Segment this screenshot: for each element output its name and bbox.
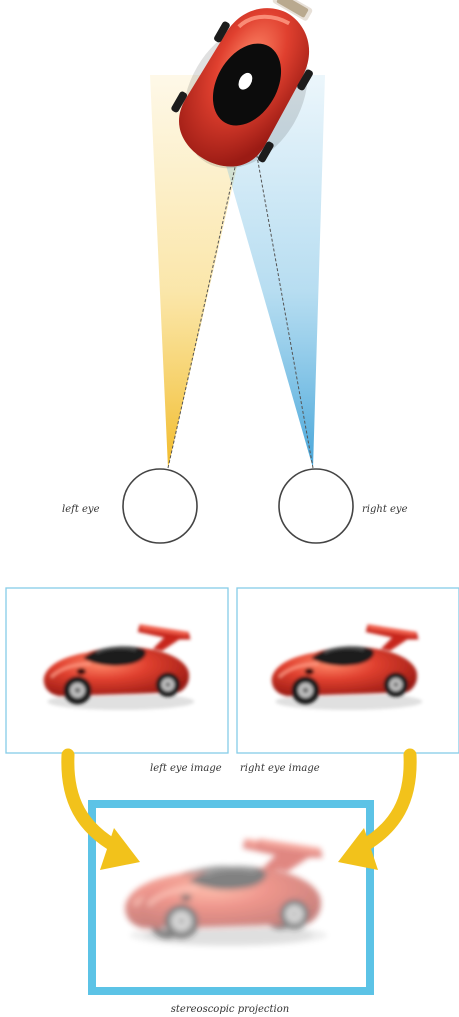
left-eye-image [6,588,228,753]
left-eye-label: left eye [62,504,100,515]
left-eye-circle-icon [123,469,197,543]
right-eye-image-label: right eye image [240,763,320,774]
right-eye-label: right eye [362,504,408,515]
stereoscopic-projection-frame [92,804,370,991]
left-eye: left eye [62,469,197,543]
right-eye-image [237,588,459,753]
left-eye-image-label: left eye image [150,763,222,774]
projection-label: stereoscopic projection [171,1004,289,1015]
right-eye: right eye [279,469,408,543]
right-eye-circle-icon [279,469,353,543]
